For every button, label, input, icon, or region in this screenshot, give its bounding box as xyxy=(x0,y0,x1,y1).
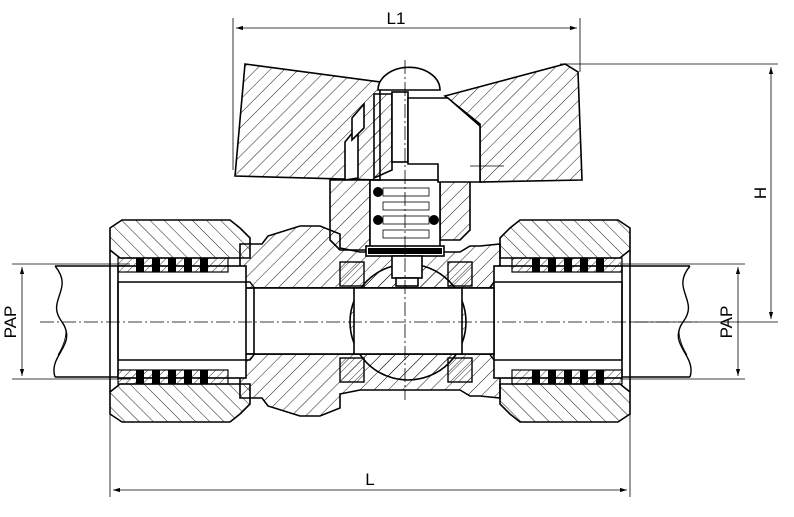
stem xyxy=(329,179,471,287)
inner-pipe-right xyxy=(487,257,623,385)
right-ferrule-teeth-bottom xyxy=(532,370,604,384)
right-compression-nut xyxy=(499,219,631,423)
inner-pipe-left xyxy=(117,257,257,385)
dim-label-pap-right: PAP xyxy=(717,306,736,339)
dim-label-pap-left: PAP xyxy=(1,306,20,339)
left-compression-nut xyxy=(109,219,251,423)
dim-label-l1: L1 xyxy=(387,9,406,28)
dim-label-h: H xyxy=(751,187,770,199)
left-ferrule-teeth-top xyxy=(136,258,208,272)
stem-seal-rings xyxy=(373,187,439,239)
butterfly-handle xyxy=(234,63,583,183)
dim-label-l: L xyxy=(365,470,374,489)
dimension-lines xyxy=(12,18,778,497)
right-ferrule-teeth-top xyxy=(532,258,604,272)
pipe-left xyxy=(53,265,125,378)
left-ferrule-teeth-bottom xyxy=(136,370,208,384)
